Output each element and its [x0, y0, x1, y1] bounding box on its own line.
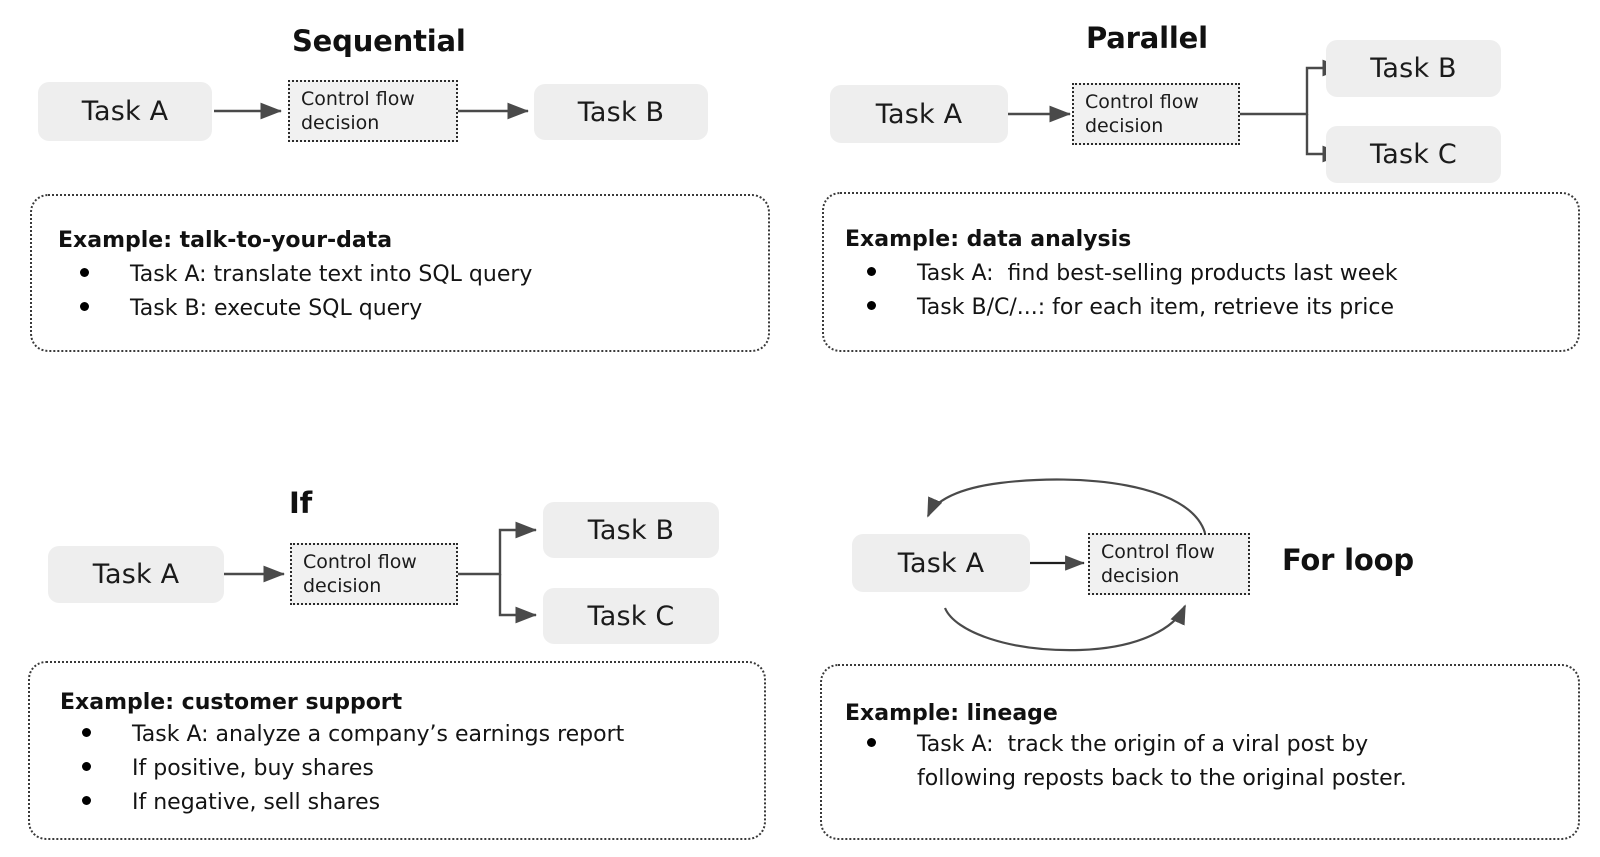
sequential-example-list: Task A: translate text into SQL query Ta…: [58, 258, 758, 326]
parallel-example-list: Task A: find best-selling products last …: [845, 257, 1565, 325]
if-example-list: Task A: analyze a company’s earnings rep…: [60, 718, 760, 820]
parallel-control-flow-decision-box[interactable]: Control flow decision: [1072, 83, 1240, 145]
sequential-example-box: [30, 194, 770, 352]
list-item-text: If negative, sell shares: [132, 790, 381, 816]
panel-title-if: If: [289, 486, 313, 520]
sequential-decision-line1: Control flow: [301, 87, 415, 110]
forloop-decision-line2: decision: [1101, 565, 1180, 587]
sequential-task-b-box[interactable]: Task B: [534, 84, 708, 140]
parallel-task-c-label: Task C: [1370, 139, 1457, 170]
forloop-example-box: [820, 664, 1580, 840]
forloop-example-title: Example: lineage: [845, 701, 1058, 726]
sequential-example-title: Example: talk-to-your-data: [58, 228, 393, 253]
forloop-arc-top-back-to-task-a: [926, 478, 1207, 534]
panel-title-sequential: Sequential: [292, 24, 466, 58]
parallel-task-c-box[interactable]: Task C: [1326, 126, 1501, 183]
list-item: Task B: execute SQL query: [58, 292, 758, 326]
list-item-text: If positive, buy shares: [132, 756, 374, 782]
if-task-c-box[interactable]: Task C: [543, 588, 719, 644]
list-item: Task A: translate text into SQL query: [58, 258, 758, 292]
if-fork: [456, 521, 537, 624]
if-decision-line2: decision: [303, 575, 382, 597]
if-example-box: [28, 661, 766, 840]
parallel-task-a-label: Task A: [875, 98, 963, 130]
bullet-icon: [867, 301, 876, 311]
forloop-control-flow-decision-box[interactable]: Control flow decision: [1088, 533, 1250, 595]
list-item: Task B/C/...: for each item, retrieve it…: [845, 291, 1565, 325]
forloop-task-a-label: Task A: [897, 547, 985, 579]
list-item-text: Task B/C/...: for each item, retrieve it…: [917, 295, 1395, 321]
list-item-text: Task A: translate text into SQL query: [130, 262, 533, 287]
panel-title-for-loop: For loop: [1282, 543, 1414, 577]
if-task-a-label: Task A: [92, 559, 180, 590]
forloop-task-a-box[interactable]: Task A: [852, 534, 1030, 592]
sequential-control-flow-decision-box[interactable]: Control flow decision: [288, 80, 458, 142]
sequential-task-a-label: Task A: [81, 96, 169, 127]
if-task-b-box[interactable]: Task B: [543, 502, 719, 558]
bullet-icon: [867, 267, 876, 277]
parallel-decision-line1: Control flow: [1085, 90, 1199, 113]
list-item-text: Task B: execute SQL query: [130, 296, 423, 322]
bullet-icon: [82, 796, 91, 806]
parallel-example-box: [822, 192, 1580, 352]
if-decision-line1: Control flow: [303, 550, 417, 573]
list-item: Task A: analyze a company’s earnings rep…: [60, 718, 760, 752]
if-task-b-label: Task B: [587, 514, 675, 546]
list-item: Task A: find best-selling products last …: [845, 257, 1565, 291]
list-item-text: Task A: analyze a company’s earnings rep…: [132, 722, 625, 747]
bullet-icon: [80, 302, 89, 312]
list-item: If negative, sell shares: [60, 786, 760, 820]
parallel-decision-line2: decision: [1085, 115, 1164, 137]
list-item-text: Task A: find best-selling products last …: [917, 261, 1398, 286]
list-item: Task A: track the origin of a viral post…: [845, 728, 1565, 796]
sequential-task-a-box[interactable]: Task A: [38, 82, 212, 141]
bullet-icon: [82, 762, 91, 772]
if-task-c-label: Task C: [587, 600, 675, 632]
panel-title-parallel: Parallel: [1086, 21, 1208, 55]
forloop-example-list: Task A: track the origin of a viral post…: [845, 728, 1565, 796]
if-control-flow-decision-box[interactable]: Control flow decision: [290, 543, 458, 605]
bullet-icon: [82, 728, 91, 738]
if-example-title: Example: customer support: [60, 690, 403, 715]
if-task-a-box[interactable]: Task A: [48, 546, 224, 603]
parallel-task-b-label: Task B: [1370, 53, 1457, 84]
sequential-decision-line2: decision: [301, 112, 380, 134]
sequential-task-b-label: Task B: [577, 96, 665, 128]
parallel-task-a-box[interactable]: Task A: [830, 85, 1008, 143]
parallel-task-b-box[interactable]: Task B: [1326, 40, 1501, 97]
list-item: If positive, buy shares: [60, 752, 760, 786]
forloop-decision-line1: Control flow: [1101, 540, 1215, 563]
parallel-example-title: Example: data analysis: [845, 227, 1132, 252]
forloop-arc-bottom-to-decision: [943, 604, 1187, 652]
bullet-icon: [80, 268, 89, 278]
bullet-icon: [867, 738, 876, 748]
list-item-text: Task A: track the origin of a viral post…: [917, 732, 1407, 792]
